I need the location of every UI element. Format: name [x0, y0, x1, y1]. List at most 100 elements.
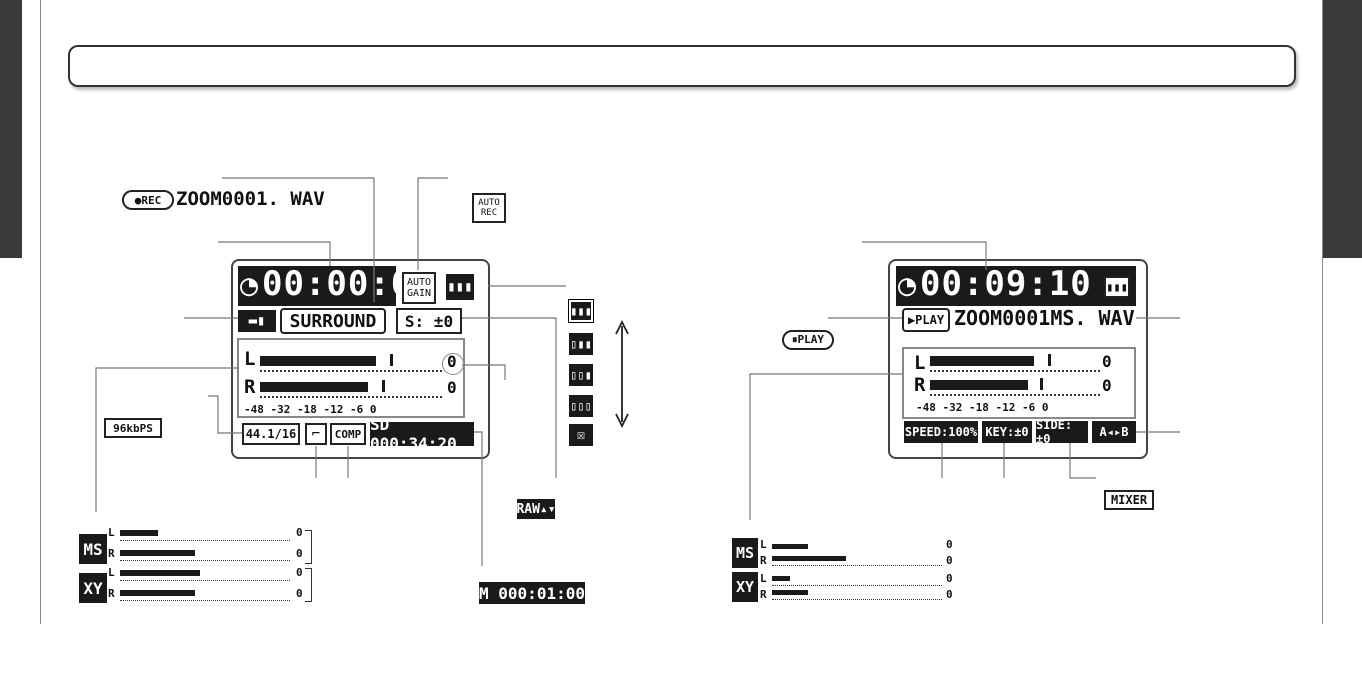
play-top-bar [896, 266, 1136, 306]
right-ms-r-dots [772, 565, 942, 566]
ms-label: MS [79, 534, 107, 564]
memory-time: M 000:01:00 [479, 582, 585, 604]
auto-gain-indicator: AUTO GAIN [402, 272, 436, 304]
xy-l-zero: 0 [296, 566, 303, 579]
side-display: SIDE: ±0 [1036, 418, 1088, 446]
clock-icon: ◔ [240, 268, 259, 303]
left-side-tab [0, 0, 22, 258]
right-border [1322, 0, 1323, 624]
xy-r-letter: R [108, 587, 115, 600]
xy-l-dots [120, 580, 290, 581]
right-xy-l-bar [772, 576, 790, 581]
play-time: 00:09:10 [920, 264, 1092, 304]
battery-full-icon: ▮▮▮ [568, 299, 594, 323]
right-xy-r-bar [772, 590, 808, 595]
level-meter-frame [237, 338, 465, 418]
remaining-time: SD 000:34:20 [370, 415, 474, 453]
rec-filename: ZOOM0001. WAV [176, 188, 325, 210]
xy-r-bar [120, 590, 195, 596]
xy-label: XY [79, 573, 107, 603]
ms-r-letter: R [108, 547, 115, 560]
xy-l-letter: L [108, 566, 115, 579]
xy-l-bar [120, 570, 200, 576]
speed-display: SPEED:100% [904, 421, 978, 443]
right-xy-l-dots [772, 585, 942, 586]
play-meter-l-letter: L [914, 352, 926, 374]
play-meter-r-letter: R [914, 374, 926, 396]
meter-l-bar [260, 356, 376, 366]
key-display: KEY:±0 [982, 421, 1032, 443]
play-state-indicator: ▶PLAY [902, 308, 950, 332]
left-border [40, 0, 41, 624]
right-xy-l-letter: L [760, 572, 767, 585]
right-side-tab [1322, 0, 1362, 258]
mixer-icon: MIXER [1104, 490, 1154, 510]
format-display: 44.1/16 [242, 423, 300, 445]
ab-repeat-display: A◂▸B [1092, 421, 1136, 443]
comp-indicator: COMP [330, 423, 366, 445]
meter-l-dots [260, 370, 442, 372]
right-xy-r-zero: 0 [946, 588, 953, 601]
right-ms-r-zero: 0 [946, 554, 953, 567]
right-xy-l-zero: 0 [946, 572, 953, 585]
ms-r-dots [120, 560, 290, 561]
meter-scale: -48 -32 -18 -12 -6 0 [244, 403, 377, 416]
meter-r-dots [260, 396, 442, 398]
play-meter-r-dots [930, 394, 1100, 396]
battery-one-third-icon: ▯▯▮ [569, 364, 593, 386]
mode-display: SURROUND [280, 308, 386, 334]
right-ms-r-letter: R [760, 554, 767, 567]
ms-bracket [305, 530, 312, 564]
battery-icon: ▮▮▮ [446, 274, 474, 300]
bitrate-icon: 96kbPS [104, 418, 162, 438]
play-meter-l-clip: 0 [1102, 352, 1112, 371]
side-level-display: S: ±0 [396, 308, 462, 334]
meter-clip-circle [442, 353, 464, 375]
play-meter-l-dots [930, 370, 1100, 372]
xy-bracket [305, 568, 312, 602]
right-xy-label: XY [732, 572, 758, 602]
xy-r-zero: 0 [296, 587, 303, 600]
play-meter-r-peak [1040, 378, 1043, 390]
right-ms-r-bar [772, 556, 846, 561]
ms-l-dots [120, 540, 290, 541]
meter-r-bar [260, 382, 368, 392]
play-filename: ZOOM0001MS. WAV [954, 306, 1135, 330]
meter-l-peak [390, 354, 393, 366]
limiter-icon: ⌐ [305, 423, 327, 445]
play-meter-scale: -48 -32 -18 -12 -6 0 [916, 401, 1049, 414]
play-meter-r-clip: 0 [1102, 376, 1112, 395]
meter-l-letter: L [244, 348, 256, 370]
ms-l-bar [120, 530, 158, 536]
play-battery-icon: ▮▮▮ [1104, 276, 1130, 298]
play-meter-l-bar [930, 356, 1034, 366]
meter-r-clip: 0 [447, 378, 457, 397]
ms-r-zero: 0 [296, 547, 303, 560]
ms-l-letter: L [108, 526, 115, 539]
play-meter-r-bar [930, 380, 1028, 390]
right-xy-r-dots [772, 599, 942, 600]
play-meter-l-peak [1048, 354, 1051, 366]
right-ms-l-zero: 0 [946, 538, 953, 551]
battery-depleted-icon: ☒ [569, 424, 593, 446]
right-xy-r-letter: R [760, 588, 767, 601]
rec-top-bar [238, 266, 396, 306]
battery-two-thirds-icon: ▯▮▮ [569, 333, 593, 355]
auto-rec-icon: AUTO REC [472, 193, 506, 223]
meter-r-letter: R [244, 376, 256, 398]
right-ms-l-letter: L [760, 538, 767, 551]
rec-icon: ●REC [122, 190, 174, 210]
pause-play-icon: ⏸PLAY [782, 330, 834, 350]
play-clock-icon: ◔ [898, 268, 917, 303]
meter-r-peak [382, 380, 385, 392]
raw-icon: RAW▴▾ [516, 499, 556, 519]
mic-icon: ▬▮ [238, 310, 276, 332]
right-ms-l-bar [772, 544, 808, 549]
section-header-box [68, 45, 1296, 87]
right-ms-label: MS [732, 538, 758, 568]
ms-l-zero: 0 [296, 526, 303, 539]
xy-r-dots [120, 600, 290, 601]
battery-empty-icon: ▯▯▯ [569, 395, 593, 417]
ms-r-bar [120, 550, 195, 556]
